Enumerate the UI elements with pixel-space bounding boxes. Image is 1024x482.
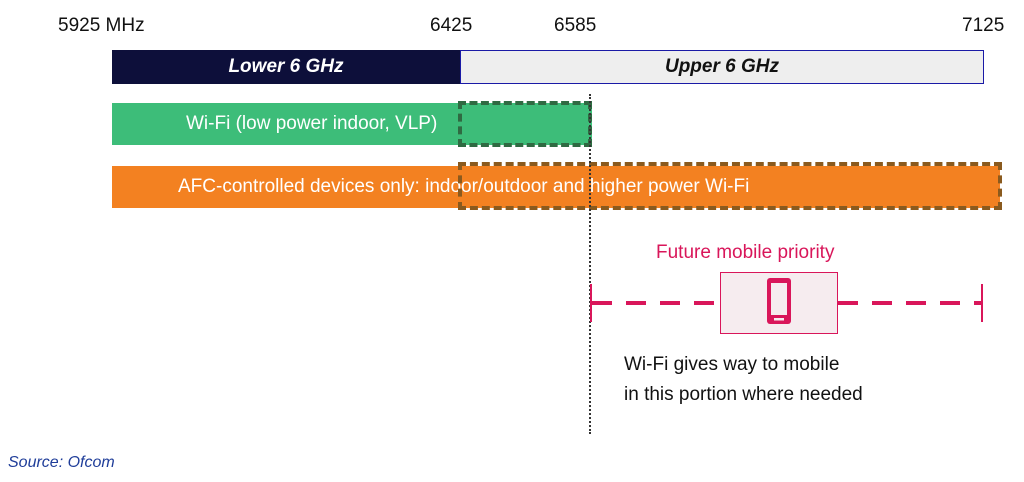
freq-label-5925: 5925 MHz — [58, 15, 145, 36]
afc-allocation-bar: AFC-controlled devices only: indoor/outd… — [112, 166, 1000, 208]
lower-6ghz-band: Lower 6 GHz — [112, 50, 460, 84]
boundary-6585-dotted-line — [589, 94, 591, 434]
lower-band-label: Lower 6 GHz — [228, 56, 344, 77]
freq-label-6425: 6425 — [430, 15, 473, 36]
wifi-allocation-label: Wi-Fi (low power indoor, VLP) — [186, 113, 438, 134]
upper-6ghz-band: Upper 6 GHz — [460, 50, 984, 84]
upper-band-label: Upper 6 GHz — [664, 56, 780, 77]
wifi-gives-way-note: Wi-Fi gives way to mobile in this portio… — [624, 350, 863, 410]
freq-label-7125: 7125 — [962, 15, 1005, 36]
mobile-device-box — [720, 272, 838, 334]
wifi-allocation-bar: Wi-Fi (low power indoor, VLP) — [112, 103, 592, 145]
afc-allocation-label: AFC-controlled devices only: indoor/outd… — [178, 176, 750, 197]
future-mobile-priority-label: Future mobile priority — [656, 242, 835, 263]
afc-upper-portion-dashed-outline — [458, 162, 1002, 210]
gives-way-line-1: Wi-Fi gives way to mobile — [624, 354, 840, 375]
freq-label-6585: 6585 — [554, 15, 597, 36]
source-caption: Source: Ofcom — [8, 454, 115, 471]
gives-way-line-2: in this portion where needed — [624, 384, 863, 405]
smartphone-icon — [767, 278, 791, 324]
